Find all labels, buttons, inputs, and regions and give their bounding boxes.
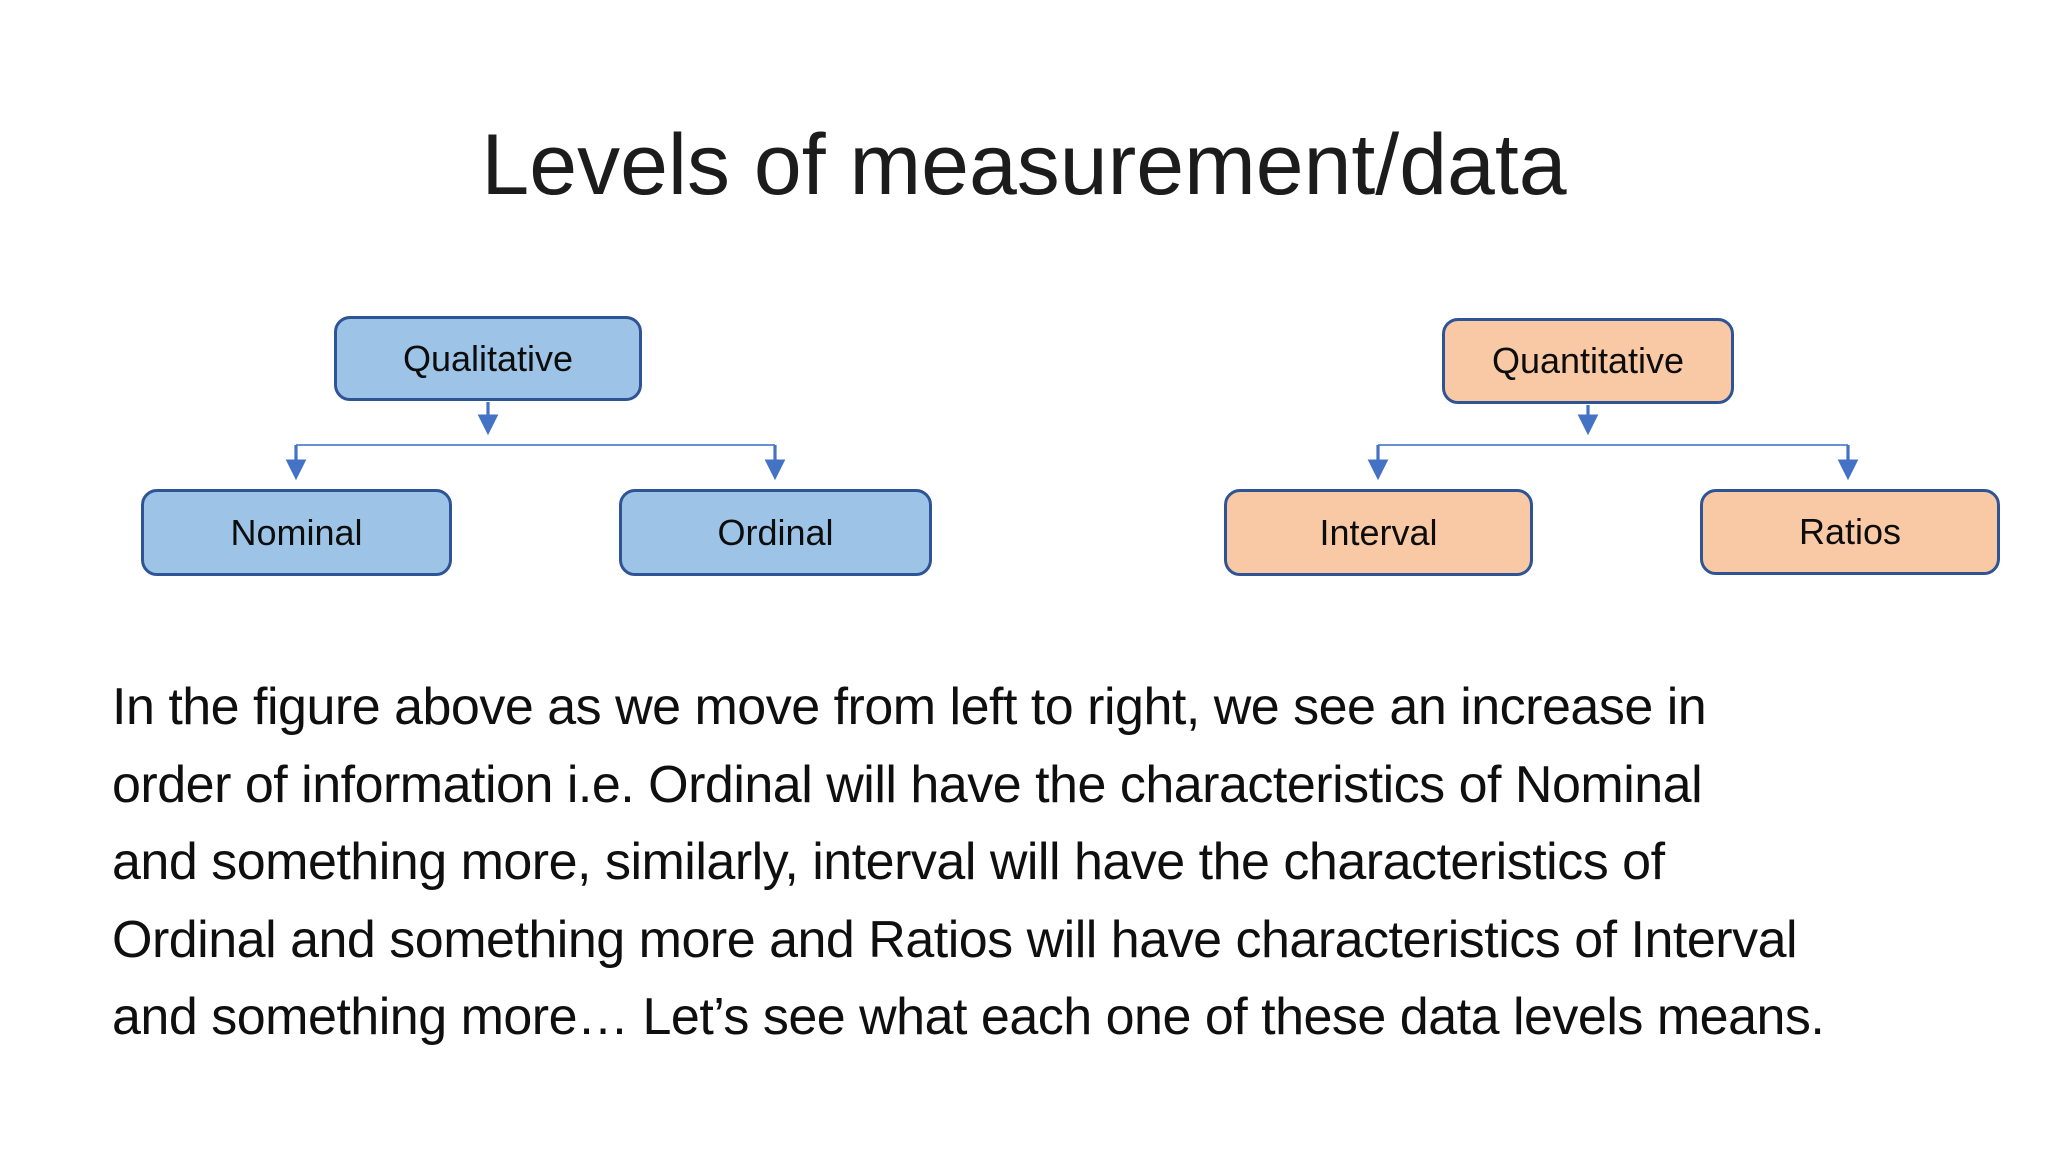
paragraph-line: Ordinal and something more and Ratios wi… (112, 910, 1798, 969)
node-ratios: Ratios (1700, 489, 2000, 575)
paragraph-line: and something more… Let’s see what each … (112, 988, 1825, 1046)
node-ordinal: Ordinal (619, 489, 932, 576)
page-title: Levels of measurement/data (481, 117, 1567, 213)
connector-quantitative-tree (1367, 405, 1859, 481)
node-quantitative: Quantitative (1442, 318, 1734, 404)
paragraph-line: and something more, similarly, interval … (112, 833, 1665, 891)
paragraph-line: order of information i.e. Ordinal will h… (112, 755, 1703, 814)
paragraph-line: In the figure above as we move from left… (112, 678, 1707, 736)
node-label: Qualitative (402, 337, 574, 379)
node-qualitative: Qualitative (334, 316, 642, 401)
connector-qualitative-tree (285, 402, 786, 481)
node-nominal: Nominal (141, 489, 452, 576)
node-interval: Interval (1224, 489, 1533, 576)
node-label: Ratios (1798, 511, 1902, 552)
node-label: Nominal (230, 511, 363, 553)
node-label: Interval (1319, 511, 1438, 553)
node-label: Quantitative (1491, 340, 1685, 381)
node-label: Ordinal (717, 511, 834, 553)
body-paragraph: In the figure above as we move from left… (112, 669, 1962, 1057)
